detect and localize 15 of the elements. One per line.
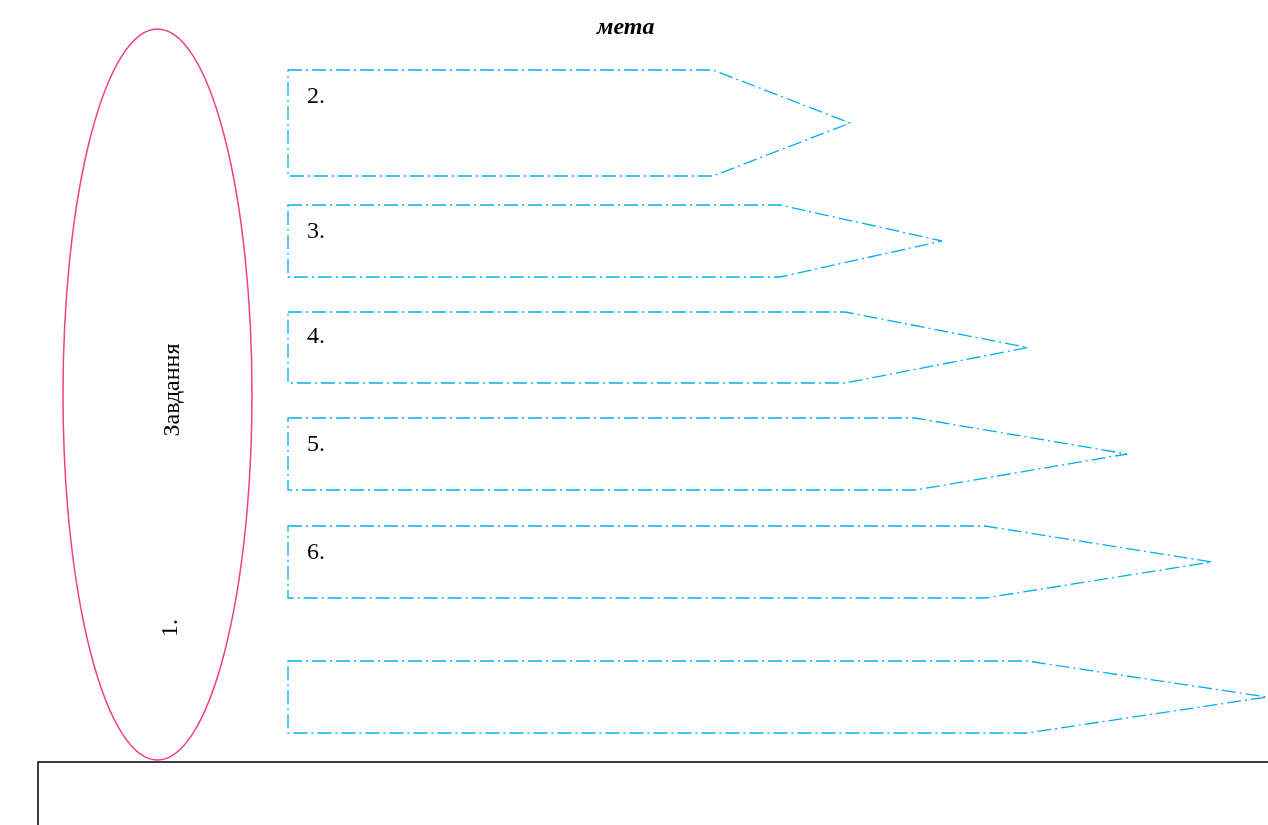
node-label: 6. [307,539,325,563]
node-label: Завдання [158,343,183,437]
ellipse-shape [62,28,253,761]
pentagon-box [287,204,943,278]
pentagon-box [287,417,1128,491]
pentagon-box [287,69,851,177]
node-label: 3. [307,218,325,242]
node-label: 2. [307,83,325,107]
pentagon-box [287,525,1213,599]
node-label: 5. [307,431,325,455]
node-label: 1. [157,619,181,637]
pentagon-box [287,660,1268,734]
diagram-title: мета [597,12,655,41]
node-label: 4. [307,323,325,347]
pentagon-box [287,311,1029,384]
